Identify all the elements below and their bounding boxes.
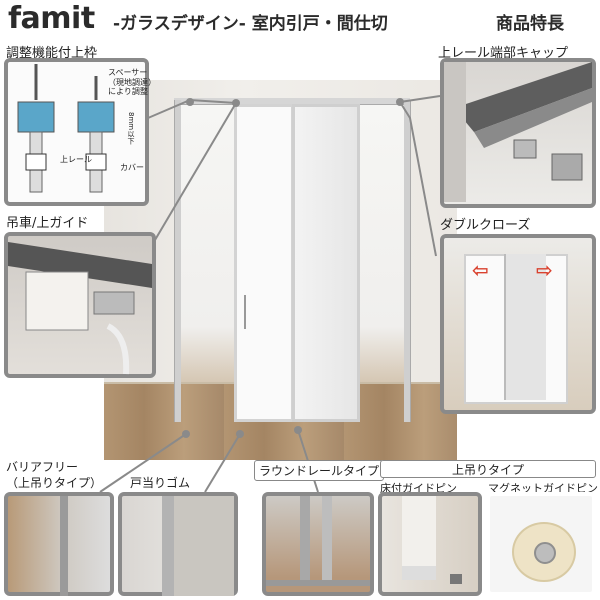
arrow-right-icon: ⇨ <box>536 258 553 282</box>
label-door-stop-rubber: 戸当りゴム <box>130 476 191 490</box>
door-frame-left <box>174 100 181 422</box>
round-rail-door-a <box>300 496 310 580</box>
header: famit -ガラスデザイン- 室内引戸・間仕切 商品特長 <box>0 0 600 38</box>
label-spacer-note1: （現地調達） <box>108 78 156 87</box>
label-top-rail: 上レール <box>60 155 92 164</box>
sliding-door-front <box>234 104 294 422</box>
label-barrier-free-line2: （上吊りタイプ） <box>6 476 103 490</box>
round-rail-door-b <box>322 496 332 580</box>
detail-double-close: ⇦ ⇨ <box>440 234 596 414</box>
top-frame-diagram <box>17 64 115 193</box>
callout-dot-rail <box>294 426 302 434</box>
label-hanger-top-guide: 吊車/上ガイド <box>6 216 89 231</box>
callout-dot-door-stop <box>236 430 244 438</box>
floor-guide-wall <box>402 496 436 566</box>
floor-guide-pin-part <box>450 574 462 584</box>
feature-title: 商品特長 <box>496 14 564 34</box>
detail-round-rail <box>262 492 374 596</box>
detail-top-rail-end-cap <box>440 58 596 208</box>
door-stop-edge <box>162 496 174 596</box>
sliding-door-glass <box>292 104 360 422</box>
label-cover: カバー <box>120 163 144 172</box>
detail-floor-guide-pin <box>378 492 482 596</box>
callout-dot-barrier-free <box>182 430 190 438</box>
floor-guide-skirting <box>402 566 436 580</box>
hanging-type-bar <box>380 460 596 478</box>
label-spacer: スペーサー <box>108 68 148 77</box>
round-rail-track <box>266 580 370 586</box>
brand-logo: famit <box>8 1 95 36</box>
label-floor-guide-pin: 床付ガイドピン <box>380 482 457 495</box>
arrow-left-icon: ⇦ <box>472 258 489 282</box>
label-spacer-note2: により調整 <box>108 87 148 96</box>
room-scene <box>104 80 457 460</box>
callout-dot-end-cap <box>396 98 404 106</box>
product-subtitle: -ガラスデザイン- 室内引戸・間仕切 <box>113 14 388 34</box>
detail-adjustable-top-frame: スペーサー （現地調達） により調整 8mm以下 上レール カバー <box>4 58 156 206</box>
label-magnet-guide-pin: マグネットガイドピン <box>488 482 598 495</box>
tag-round-rail-type: ラウンドレールタイプ <box>254 460 385 481</box>
label-hanging-type: 上吊りタイプ <box>452 463 525 477</box>
label-barrier-free-line1: バリアフリー <box>6 460 79 474</box>
hanger-illustration <box>8 242 152 375</box>
double-close-panel <box>504 254 546 400</box>
label-double-close: ダブルクローズ <box>440 218 531 233</box>
end-cap-illustration <box>444 62 592 202</box>
callout-dot-hanger <box>232 99 240 107</box>
detail-hanger-top-guide <box>4 232 156 378</box>
barrier-free-door-edge <box>60 496 68 596</box>
detail-barrier-free <box>4 492 114 596</box>
door-handle <box>244 295 246 329</box>
label-range: 8mm以下 <box>127 112 135 145</box>
callout-dot-top-frame <box>186 98 194 106</box>
detail-door-stop-rubber <box>118 492 238 596</box>
magnet-guide-pin-center <box>534 542 556 564</box>
door-frame-right <box>404 100 411 422</box>
label-top-rail-end-cap: 上レール端部キャップ <box>438 46 569 61</box>
door-stop-glass <box>174 496 234 596</box>
detail-magnet-guide-pin <box>486 492 596 596</box>
label-adjustable-top-frame: 調整機能付上枠 <box>6 46 98 61</box>
